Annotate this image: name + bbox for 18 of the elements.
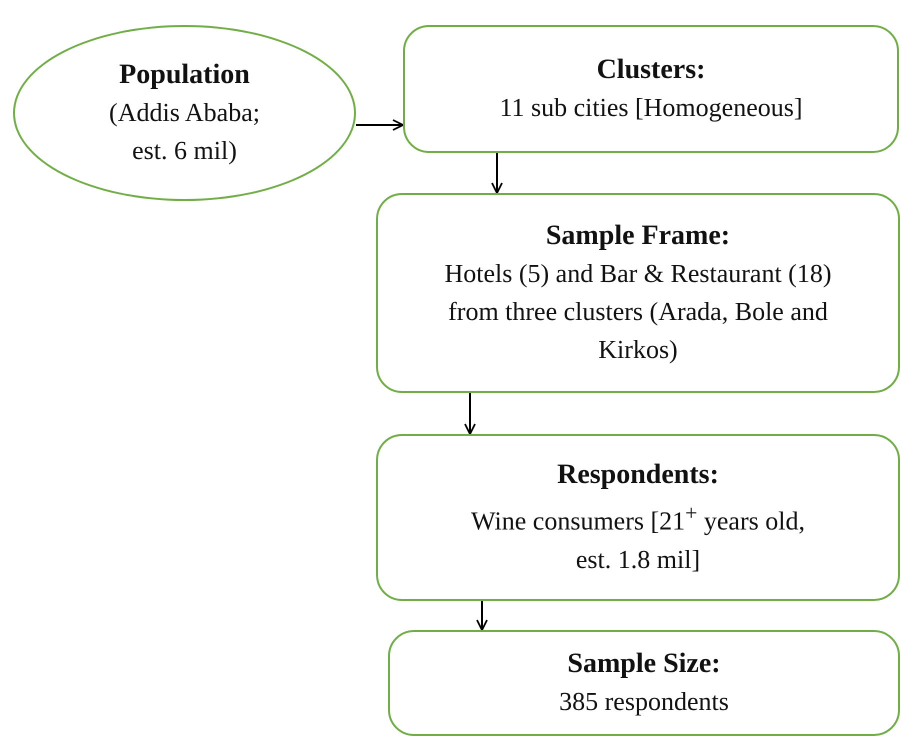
- box-text: 385 respondents: [559, 686, 729, 718]
- arrow: [464, 393, 476, 435]
- box-heading: Respondents:: [557, 458, 719, 492]
- box-text: Hotels (5) and Bar & Restaurant (18) from three clusters (Arada, Bole and Kirkos): [443, 258, 832, 366]
- box-heading: Sample Size:: [567, 647, 721, 681]
- arrow: [491, 153, 503, 194]
- process-box: [403, 25, 899, 153]
- process-box: [376, 193, 900, 393]
- arrow: [476, 601, 488, 631]
- box-text: 11 sub cities [Homogeneous]: [499, 92, 803, 124]
- box-heading: Clusters:: [596, 53, 706, 87]
- box-heading: Population: [119, 58, 250, 92]
- box-heading: Sample Frame:: [546, 219, 730, 253]
- box-text: Wine consumers [21$^{+}$ years old, est. 1.8 mil]: [470, 500, 806, 576]
- arrow: [356, 119, 404, 131]
- box-text: (Addis Ababa; est. 6 mil): [108, 97, 261, 167]
- process-box: [388, 630, 900, 736]
- process-box: [376, 434, 900, 601]
